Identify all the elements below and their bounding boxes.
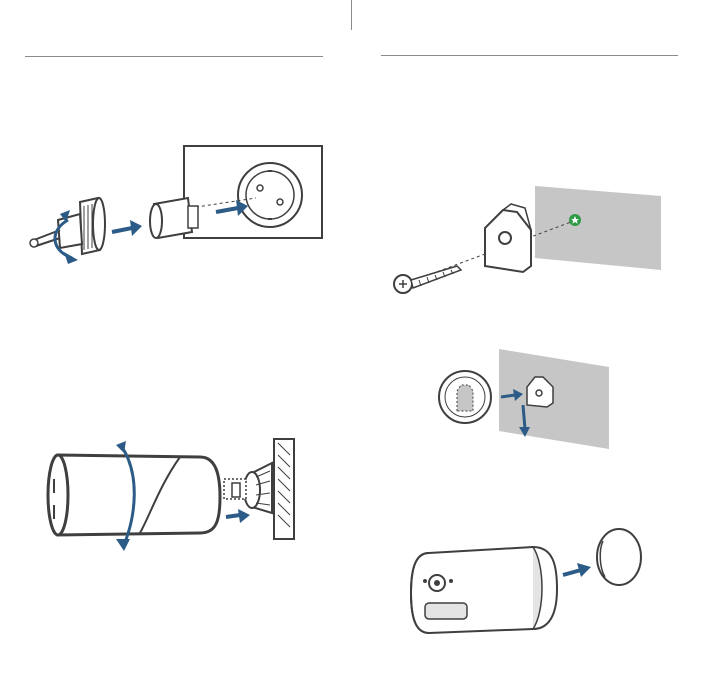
- magnetic-mount-disc: [439, 371, 491, 423]
- threaded-ring-piece: [30, 198, 105, 254]
- right-section-rule: [381, 55, 678, 56]
- camera-attach-to-magnetic-mount-illustration: [405, 525, 650, 645]
- ceiling-wall-bracket: [224, 463, 272, 513]
- mounting-screw: [394, 266, 461, 293]
- left-section-rule: [25, 56, 323, 57]
- camera-twist-onto-wall-bracket-illustration: [40, 435, 310, 560]
- magnetic-mount-disc: [597, 529, 641, 585]
- page-fold-line: [351, 0, 352, 30]
- screw-and-mount-to-wall-illustration: [385, 180, 675, 305]
- wall-socket: [238, 163, 302, 227]
- battery-camera-body: [411, 547, 557, 633]
- adapter-to-wall-socket-illustration: [20, 140, 330, 270]
- wall-mount-bracket: [485, 204, 531, 272]
- magnetic-mount-to-wall-bracket-illustration: [435, 345, 615, 455]
- wall-surface: [535, 186, 661, 270]
- drill-point-marker: [569, 214, 581, 226]
- wall-section: [274, 439, 294, 539]
